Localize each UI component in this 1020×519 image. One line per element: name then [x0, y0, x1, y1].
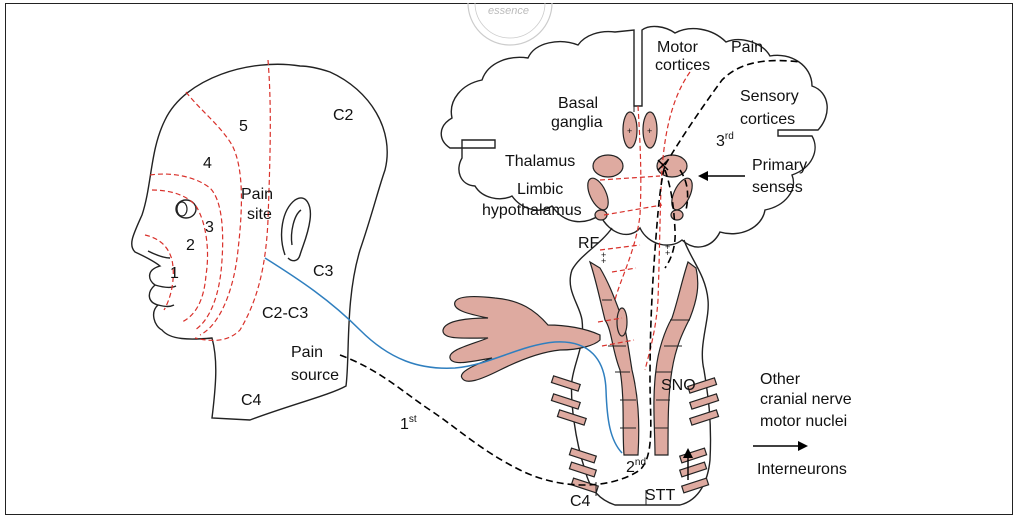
primary-senses-arrow [698, 171, 745, 181]
svg-text:+: + [601, 256, 606, 266]
label-first: 1st [400, 414, 417, 433]
interneurons-legend-arrow [753, 441, 808, 451]
label-dermatome-3: 3 [205, 219, 214, 236]
brainstem-nuclei [590, 262, 698, 455]
label-motor-cortices: cortices [655, 57, 710, 74]
label-thalamus: Thalamus [505, 153, 575, 170]
label-sensory-cortices: cortices [740, 111, 795, 128]
trigeminal-ganglion [443, 297, 600, 382]
label-dermatome-2: 2 [186, 237, 195, 254]
label-c4-neck: C4 [241, 392, 262, 409]
label-stt: STT [645, 487, 675, 504]
label-c3: C3 [313, 263, 334, 280]
label-pain-top: Pain [731, 39, 763, 56]
label-pain-site-1: Pain [241, 186, 273, 203]
label-rf: RF [578, 235, 600, 252]
label-sensory: Sensory [740, 88, 799, 105]
label-senses: senses [752, 179, 803, 196]
label-other-2: cranial nerve [760, 391, 852, 408]
label-ganglia: ganglia [551, 114, 603, 131]
label-pain-source-1: Pain [291, 344, 323, 361]
svg-text:+: + [647, 126, 652, 136]
label-pain-site-2: site [247, 206, 272, 223]
label-dermatome-5: 5 [239, 118, 248, 135]
label-sno: SNO [661, 377, 696, 394]
spinal-nerve-stubs-left [551, 376, 598, 493]
label-basal: Basal [558, 95, 598, 112]
label-c4-bottom: C4 [570, 493, 591, 510]
label-dermatome-1: 1 [170, 265, 179, 282]
label-dermatome-4: 4 [203, 155, 212, 172]
label-limbic: Limbic [517, 181, 563, 198]
label-other-3: motor nuclei [760, 413, 847, 430]
spinal-nerve-stubs-right [680, 378, 719, 493]
label-primary: Primary [752, 157, 807, 174]
watermark-text: essence [488, 5, 529, 17]
label-motor: Motor [657, 39, 699, 56]
label-third: 3rd [716, 131, 734, 150]
svg-text:+: + [665, 248, 670, 258]
ear-icon [282, 198, 311, 261]
label-other-1: Other [760, 371, 801, 388]
label-interneurons: Interneurons [757, 461, 847, 478]
label-c2-top: C2 [333, 107, 354, 124]
label-c2-c3: C2-C3 [262, 305, 308, 322]
label-hypothalamus: hypothalamus [482, 202, 582, 219]
label-pain-source-2: source [291, 367, 339, 384]
svg-text:+: + [627, 126, 632, 136]
watermark-seal: essence [468, 3, 552, 45]
